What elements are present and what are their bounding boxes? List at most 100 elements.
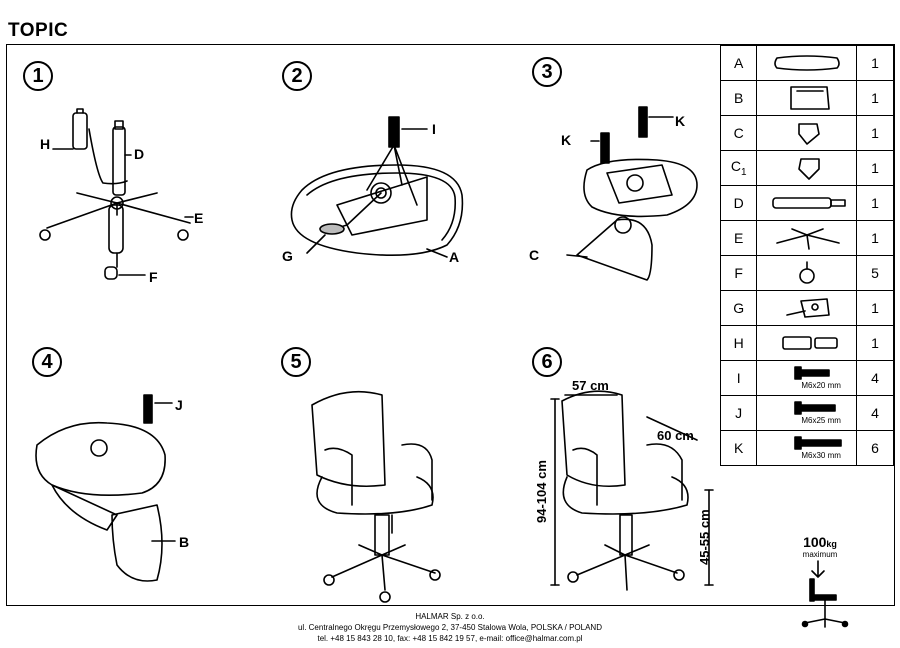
- part-letter: I: [719, 360, 758, 396]
- step-6-number: 6: [532, 347, 562, 377]
- mechanism-icon: [786, 298, 831, 318]
- part-quantity: 1: [855, 290, 895, 326]
- step-1-number: 1: [23, 61, 53, 91]
- backrest-icon: [790, 86, 831, 110]
- gas-lift-icon: [772, 197, 847, 209]
- parts-table: A 1 B 1 C 1 C1 1 D: [719, 45, 895, 466]
- label-d: D: [134, 146, 145, 162]
- part-picture: M6x25 mm: [756, 395, 857, 431]
- parts-row: I M6x20 mm 4: [719, 360, 895, 396]
- label-f: F: [149, 269, 158, 285]
- part-letter: K: [719, 430, 758, 466]
- part-quantity: 1: [855, 220, 895, 256]
- part-quantity: 1: [855, 45, 895, 81]
- screw-icon: [794, 366, 831, 380]
- parts-row: F 5: [719, 255, 895, 291]
- part-picture: [756, 150, 857, 186]
- part-picture: [756, 220, 857, 256]
- label-k-1: K: [675, 113, 686, 129]
- part-picture: [756, 80, 857, 116]
- step-1-illustration: [39, 108, 194, 280]
- footer-contact: tel. +48 15 843 28 10, fax: +48 15 842 1…: [317, 634, 583, 643]
- armrest-icon: [798, 123, 821, 145]
- footer-address: ul. Centralnego Okręgu Przemysłowego 2, …: [297, 623, 602, 632]
- part-letter: G: [719, 290, 758, 326]
- parts-row: G 1: [719, 290, 895, 326]
- footer: HALMAR Sp. z o.o. ul. Centralnego Okręgu…: [0, 611, 900, 644]
- step-5-number: 5: [281, 347, 311, 377]
- footer-company: HALMAR Sp. z o.o.: [415, 612, 485, 621]
- part-quantity: 1: [855, 80, 895, 116]
- parts-row: C1 1: [719, 150, 895, 186]
- label-j: J: [175, 397, 183, 413]
- step-3-number: 3: [532, 57, 562, 87]
- part-picture: [756, 325, 857, 361]
- max-load-badge: 100kg maximum: [785, 534, 855, 634]
- parts-row: J M6x25 mm 4: [719, 395, 895, 431]
- parts-row: A 1: [719, 45, 895, 81]
- dimension-seat-height: 45-55 cm: [697, 509, 712, 565]
- instruction-frame: 1 H D E F 2 I G A: [6, 44, 895, 628]
- screw-size: M6x25 mm: [801, 416, 841, 425]
- label-h: H: [40, 136, 51, 152]
- part-picture: [756, 45, 857, 81]
- screw-icon: [794, 401, 837, 415]
- max-load-unit: kg: [826, 539, 837, 549]
- chair-load-icon: [801, 560, 849, 628]
- part-letter: H: [719, 325, 758, 361]
- parts-row: C 1: [719, 115, 895, 151]
- star-base-icon: [776, 228, 841, 250]
- armrest-icon: [798, 158, 821, 180]
- document-title: TOPIC: [8, 20, 69, 41]
- part-picture: [756, 185, 857, 221]
- step-6-illustration: [550, 390, 714, 591]
- part-quantity: 1: [855, 185, 895, 221]
- part-quantity: 4: [855, 395, 895, 431]
- dimension-width: 57 cm: [572, 378, 609, 393]
- part-picture: [756, 255, 857, 291]
- part-picture: M6x30 mm: [756, 430, 857, 466]
- caster-icon: [799, 261, 816, 284]
- step-4-illustration: [35, 394, 176, 582]
- label-c: C: [529, 247, 540, 263]
- part-quantity: 4: [855, 360, 895, 396]
- part-letter: B: [719, 80, 758, 116]
- label-g: G: [282, 248, 293, 264]
- part-quantity: 5: [855, 255, 895, 291]
- part-letter: C: [719, 115, 758, 151]
- part-picture: [756, 290, 857, 326]
- screw-icon: [794, 436, 843, 450]
- max-load-value: 100: [803, 534, 827, 550]
- dimension-height: 94-104 cm: [534, 460, 549, 523]
- parts-row: K M6x30 mm 6: [719, 430, 895, 466]
- seat-icon: [774, 55, 841, 71]
- parts-row: H 1: [719, 325, 895, 361]
- part-quantity: 1: [855, 150, 895, 186]
- part-quantity: 6: [855, 430, 895, 466]
- part-letter: F: [719, 255, 758, 291]
- step-3-illustration: [566, 106, 698, 281]
- label-k-2: K: [561, 132, 572, 148]
- part-picture: [756, 115, 857, 151]
- step-4-number: 4: [32, 347, 62, 377]
- part-quantity: 1: [855, 325, 895, 361]
- part-letter: E: [719, 220, 758, 256]
- label-i: I: [432, 121, 436, 137]
- screw-size: M6x30 mm: [801, 451, 841, 460]
- parts-row: E 1: [719, 220, 895, 256]
- step-2-number: 2: [282, 61, 312, 91]
- part-picture: M6x20 mm: [756, 360, 857, 396]
- part-letter: J: [719, 395, 758, 431]
- label-a: A: [449, 249, 460, 265]
- max-load-caption: maximum: [802, 550, 838, 559]
- part-quantity: 1: [855, 115, 895, 151]
- label-b: B: [179, 534, 190, 550]
- part-letter: C1: [719, 150, 758, 186]
- step-5-illustration: [311, 390, 441, 603]
- cover-icon: [782, 336, 839, 350]
- dimension-depth: 60 cm: [657, 428, 694, 443]
- part-letter: A: [719, 45, 758, 81]
- step-2-illustration: [290, 116, 464, 258]
- part-letter: D: [719, 185, 758, 221]
- parts-row: B 1: [719, 80, 895, 116]
